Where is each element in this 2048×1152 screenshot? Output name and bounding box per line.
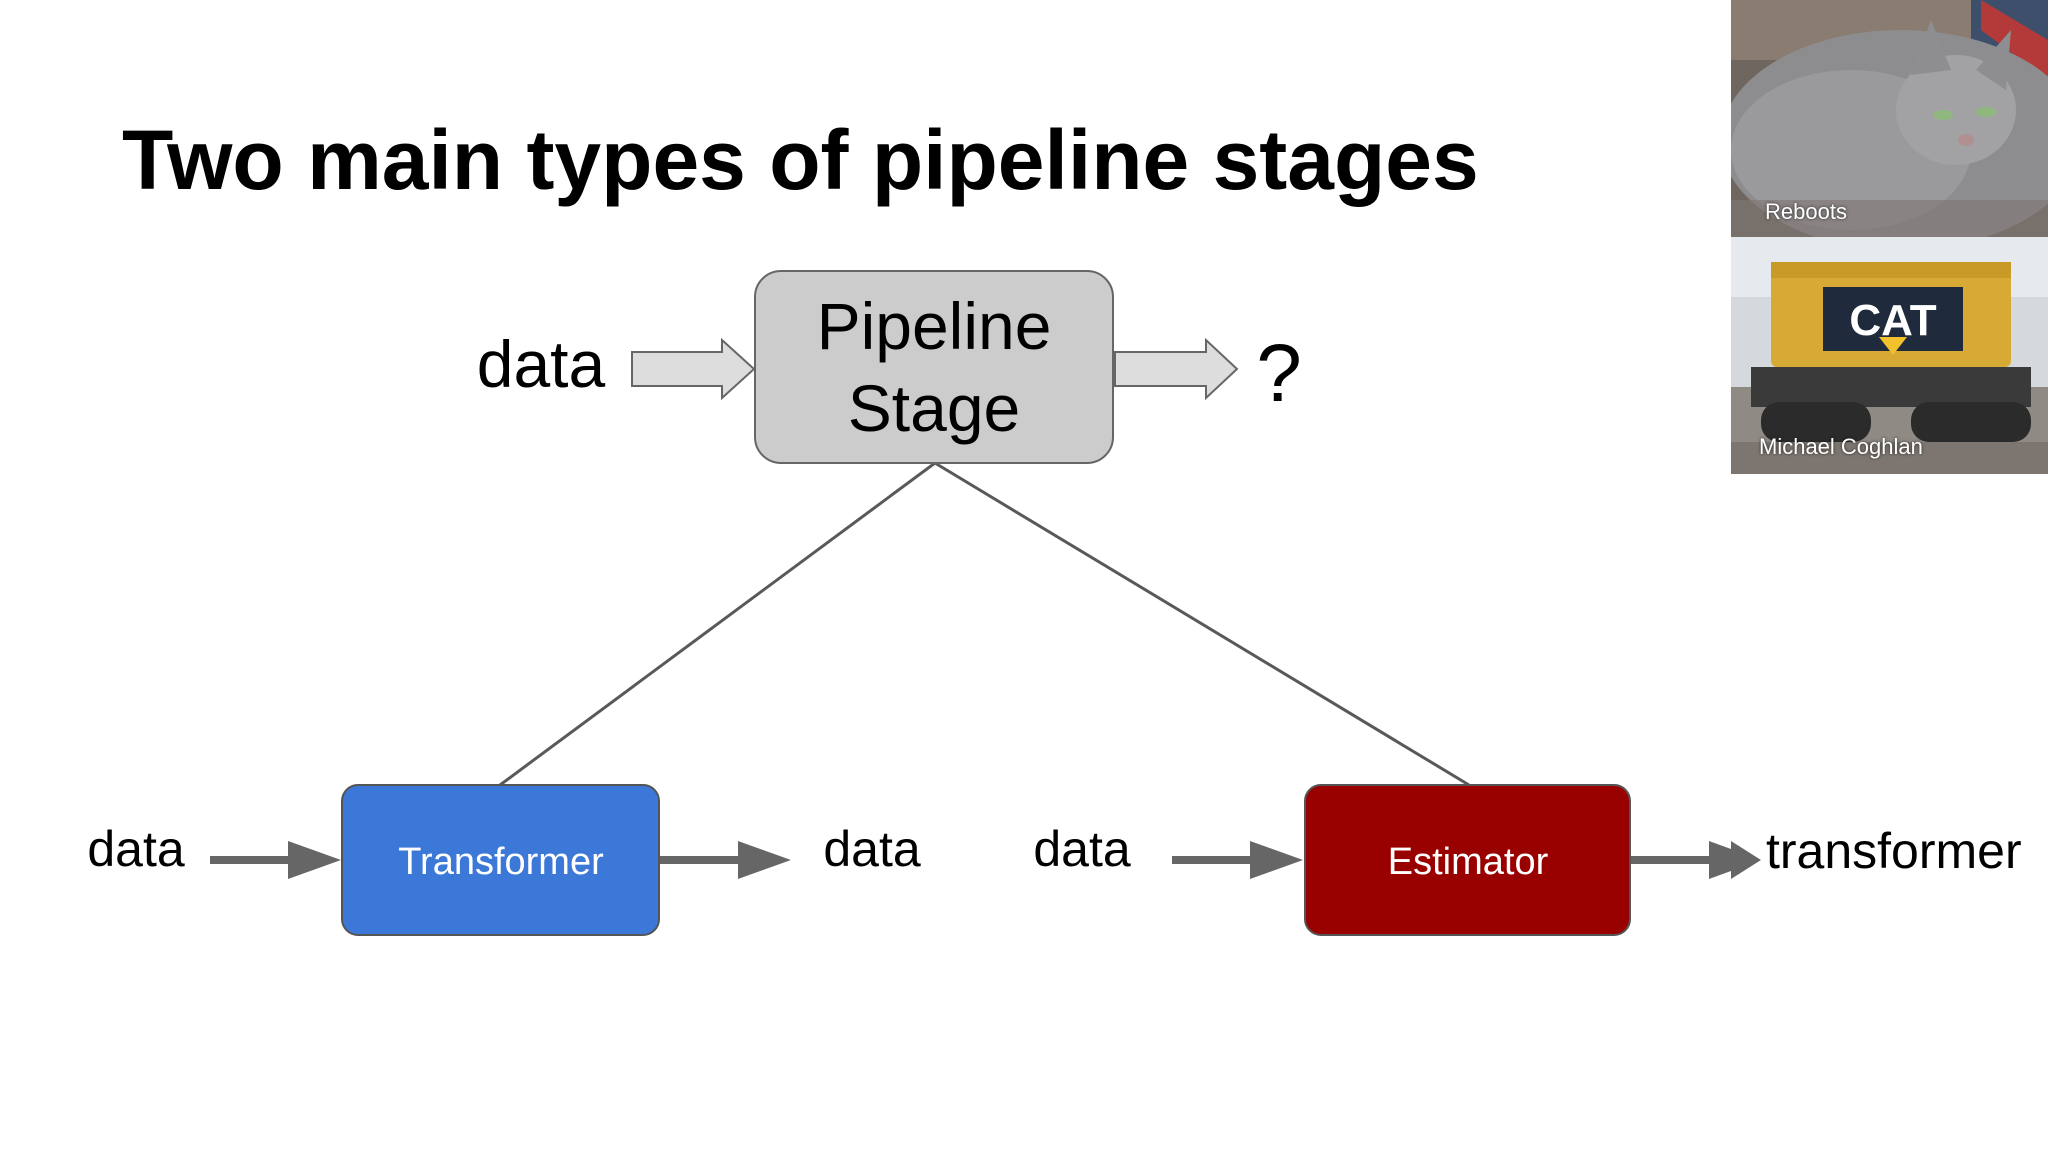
connector-line-right [934,461,1470,787]
participant-name: Michael Coghlan [1759,434,1923,459]
pipeline-diagram: data Pipeline Stage ? data Transformer d… [87,270,1731,936]
svg-text:CAT: CAT [1849,296,1936,345]
estimator-input-arrow-head [1250,841,1303,879]
transformer-output-arrow-head [738,841,791,879]
top-input-arrow [631,337,756,401]
transformer-input-label: data [87,821,185,877]
participant-tile-reboots[interactable]: Reboots [1731,0,2048,237]
top-output-label: ? [1256,328,1302,419]
cat-video-thumbnail [1731,0,2048,237]
estimator-output-arrow-head [1709,841,1731,879]
estimator-label: Estimator [1388,841,1549,883]
estimator-input-label: data [1033,821,1131,877]
transformer-label: Transformer [398,841,604,883]
pipeline-stage-label-line2: Stage [848,371,1020,445]
top-output-arrow [1114,337,1239,401]
participant-tiles: Reboots CAT Michael Coghlan [1731,0,2048,474]
slide-title: Two main types of pipeline stages [122,113,1479,207]
top-input-label: data [477,327,606,401]
excavator-video-thumbnail: CAT [1731,237,2048,474]
estimator-box [1304,784,1631,936]
transformer-output-label: data [823,821,921,877]
transformer-box [341,784,660,936]
participant-name: Reboots [1765,199,1847,224]
estimator-output-arrow-tip [1731,841,1761,879]
pipeline-stage-box [754,270,1114,464]
participant-tile-michael-coghlan[interactable]: CAT Michael Coghlan [1731,237,2048,474]
connector-line-left [499,461,936,787]
transformer-input-arrow-head [288,841,341,879]
pipeline-stage-label-line1: Pipeline [817,289,1052,363]
estimator-output-label: transformer [1766,823,2022,879]
